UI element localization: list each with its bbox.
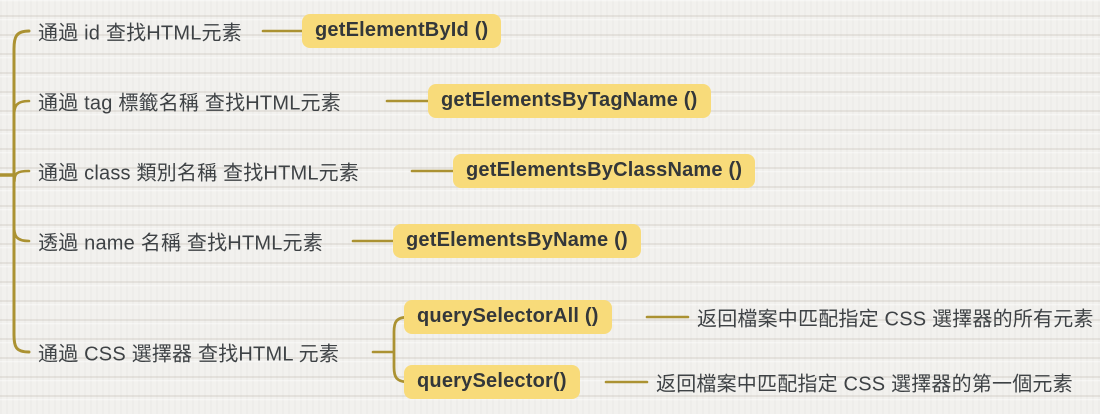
method-node-getelementsbytagname[interactable]: getElementsByTagName () — [428, 84, 711, 118]
description-queryselector[interactable]: 返回檔案中匹配指定 CSS 選擇器的第一個元素 — [656, 373, 1073, 396]
branch-label-css-selector[interactable]: 通過 CSS 選擇器 查找HTML 元素 — [38, 343, 340, 366]
method-node-queryselectorall[interactable]: querySelectorAll () — [404, 300, 612, 334]
branch-label-class[interactable]: 通過 class 類別名稱 查找HTML元素 — [38, 162, 360, 185]
method-node-getelementbyid[interactable]: getElementById () — [302, 14, 502, 48]
branch-label-name[interactable]: 透過 name 名稱 查找HTML元素 — [38, 232, 323, 255]
branch-label-id[interactable]: 通過 id 查找HTML元素 — [38, 22, 242, 45]
method-node-queryselector[interactable]: querySelector() — [404, 365, 580, 399]
method-node-getelementsbyclassname[interactable]: getElementsByClassName () — [453, 154, 756, 188]
method-node-getelementsbyname[interactable]: getElementsByName () — [393, 224, 641, 258]
branch-label-tag[interactable]: 通過 tag 標籤名稱 查找HTML元素 — [38, 92, 341, 115]
description-queryselectorall[interactable]: 返回檔案中匹配指定 CSS 選擇器的所有元素 — [697, 308, 1094, 331]
